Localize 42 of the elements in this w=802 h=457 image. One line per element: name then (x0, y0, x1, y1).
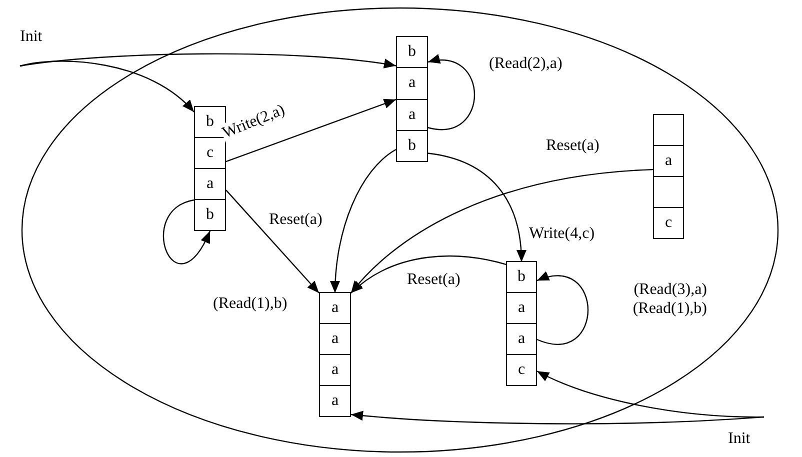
arrow (350, 256, 506, 294)
arrow (350, 168, 654, 294)
arrow (20, 60, 194, 112)
memory-stack (506, 262, 537, 386)
memory-stack (319, 293, 351, 417)
memory-cell: c (653, 207, 684, 239)
edge-label: Reset(a) (268, 210, 324, 230)
memory-cell: b (194, 199, 226, 231)
memory-stack (653, 115, 684, 239)
edge-label: (Read(2),a) (488, 54, 564, 74)
init-label: Init (728, 430, 752, 448)
memory-cell: a (396, 67, 428, 100)
arrow (536, 370, 764, 418)
memory-cell: c (194, 137, 226, 169)
edge-label: Reset(a) (545, 136, 600, 156)
memory-cell: a (396, 98, 428, 131)
memory-cell: a (194, 168, 226, 200)
memory-cell: a (319, 354, 351, 386)
init-label: Init (20, 28, 44, 46)
arrow (163, 199, 211, 264)
memory-cell: a (653, 145, 684, 177)
memory-stack (396, 37, 428, 162)
edge-label: Write(4,c) (528, 224, 596, 244)
memory-cell: a (319, 292, 351, 324)
arrow (428, 152, 526, 262)
arrow (226, 98, 396, 162)
memory-cell: b (506, 261, 537, 293)
edge-label: Reset(a) (406, 270, 462, 290)
arrow (428, 55, 476, 130)
arrow (226, 190, 320, 294)
memory-cell: a (319, 385, 351, 417)
arrow (536, 272, 588, 345)
edge-label: (Read(1),b) (212, 294, 288, 314)
arrow (350, 410, 764, 424)
memory-cell: a (506, 323, 537, 355)
memory-cell: b (396, 36, 428, 68)
memory-cell: a (319, 323, 351, 355)
memory-cell: b (396, 130, 428, 162)
memory-cell: c (506, 354, 537, 386)
arrow (330, 149, 396, 294)
memory-cell: a (506, 292, 537, 324)
arrow (20, 53, 396, 69)
